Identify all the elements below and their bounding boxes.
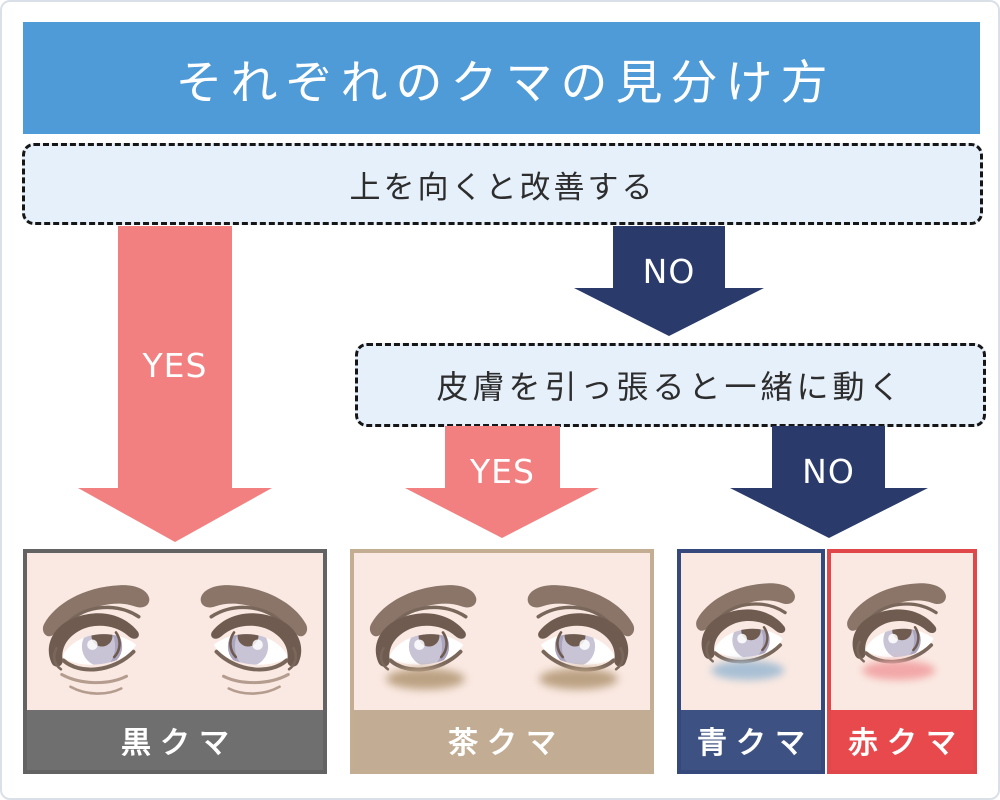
pupil [91, 634, 113, 647]
lower-lash [61, 649, 136, 672]
question-box-look-up: 上を向くと改善する [22, 143, 983, 225]
eye-image-red-kuma [831, 553, 973, 710]
eye-image-brown-kuma [354, 553, 650, 710]
eyelid-crease [394, 605, 468, 624]
lower-lash [214, 649, 289, 672]
upper-lash [375, 613, 466, 667]
inner-corner [52, 646, 63, 671]
eyelid-crease [718, 602, 787, 620]
arrow-head [405, 488, 599, 538]
kuma-card-brown: 茶クマ [350, 549, 654, 774]
arrow-shaft [118, 226, 232, 488]
question-text: 上を向くと改善する [349, 169, 656, 206]
eye-illustration [847, 583, 946, 681]
eye-image-black-kuma [27, 553, 323, 710]
eye-illustration [200, 585, 308, 695]
upper-lash [538, 613, 629, 667]
eye-illustration [527, 585, 635, 690]
eyelid-crease [209, 605, 283, 624]
inner-corner [379, 646, 390, 671]
eyelid-crease [869, 602, 938, 620]
arrow-shaft [772, 426, 885, 488]
arrow-head [730, 488, 928, 538]
inner-corner [705, 640, 715, 663]
pupil [237, 634, 259, 647]
eyebrow [42, 585, 150, 637]
arrow-label-yes: YES [142, 346, 208, 385]
eye-illustration [696, 583, 795, 681]
arrow-head [78, 488, 272, 542]
eyebrow [527, 585, 635, 637]
card-label: 茶クマ [354, 710, 650, 770]
card-label: 黒クマ [27, 710, 323, 770]
pupil [418, 634, 440, 647]
card-label: 青クマ [681, 710, 821, 770]
kuma-card-red: 赤クマ [827, 549, 977, 774]
inner-corner [856, 640, 866, 663]
eyelid-crease [536, 605, 610, 624]
upper-lash [852, 609, 937, 659]
arrow-label-no: NO [802, 452, 855, 491]
question-box-pull-skin: 皮膚を引っ張ると一緒に動く [355, 343, 986, 427]
arrow-head [574, 288, 764, 336]
question-text: 皮膚を引っ張ると一緒に動く [436, 368, 905, 406]
upper-lash [211, 613, 302, 667]
inner-corner [614, 646, 625, 671]
arrow-label-yes: YES [470, 452, 535, 491]
upper-lash [48, 613, 139, 667]
card-label: 赤クマ [831, 710, 973, 770]
page-title: それぞれのクマの見分け方 [23, 22, 980, 134]
eyebrow [200, 585, 308, 637]
pupil [892, 628, 912, 641]
eyelid-crease [67, 605, 141, 624]
eye-illustration [42, 585, 150, 695]
eye-image-blue-kuma [681, 553, 821, 710]
kuma-card-black: 黒クマ [23, 549, 327, 774]
pupil [564, 634, 586, 647]
arrow-shaft [445, 426, 560, 488]
eyebrow [369, 585, 477, 637]
upper-lash [701, 609, 786, 659]
pupil [741, 628, 761, 641]
arrow-label-no: NO [642, 252, 696, 291]
arrow-shaft [613, 226, 725, 288]
eyebrow [847, 583, 946, 631]
eyebrow [696, 583, 795, 631]
eye-illustration [369, 585, 477, 690]
kuma-card-blue: 青クマ [677, 549, 825, 774]
inner-corner [287, 646, 298, 671]
